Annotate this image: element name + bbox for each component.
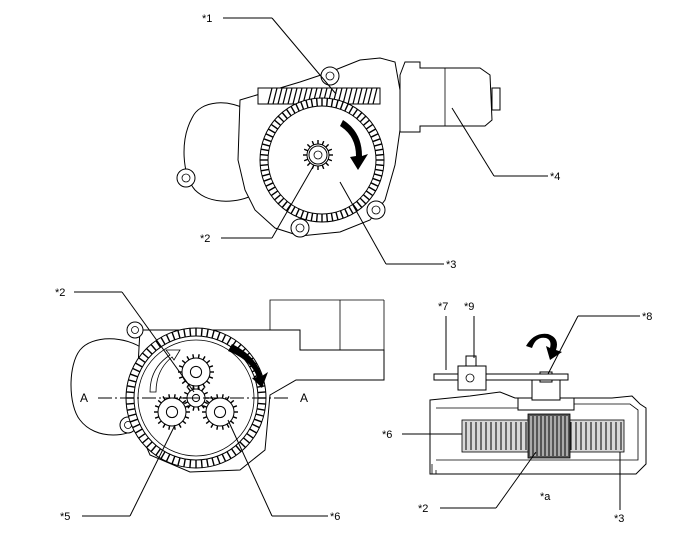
rotation-arrow-icon [228, 344, 268, 388]
planetary-gear-view [70, 299, 385, 473]
callout-6-section: *6 [382, 429, 392, 441]
pinion-section [530, 416, 568, 456]
large-gear-teeth [260, 98, 384, 222]
motor-assembly-top-view [176, 57, 501, 238]
callout-5: *5 [60, 511, 70, 523]
cross-section-view [429, 333, 647, 475]
rotation-arrow-icon [340, 120, 368, 170]
callout-3-top: *3 [446, 259, 456, 271]
callout-7: *7 [438, 301, 448, 313]
callout-4: *4 [550, 171, 560, 183]
callout-1: *1 [202, 13, 212, 25]
section-mark-left: A [80, 391, 88, 405]
callout-9: *9 [464, 301, 474, 313]
callout-2-mid: *2 [55, 287, 65, 299]
callout-2-section: *2 [418, 503, 428, 515]
callout-2-top: *2 [200, 233, 210, 245]
section-mark-right: A [300, 391, 308, 405]
callout-3-section: *3 [614, 513, 624, 525]
caption-a: *a [540, 491, 551, 503]
planet-gears [154, 354, 238, 430]
callout-6-mid: *6 [330, 511, 340, 523]
callout-8: *8 [642, 311, 652, 323]
rotation-arrow-icon [526, 333, 562, 360]
